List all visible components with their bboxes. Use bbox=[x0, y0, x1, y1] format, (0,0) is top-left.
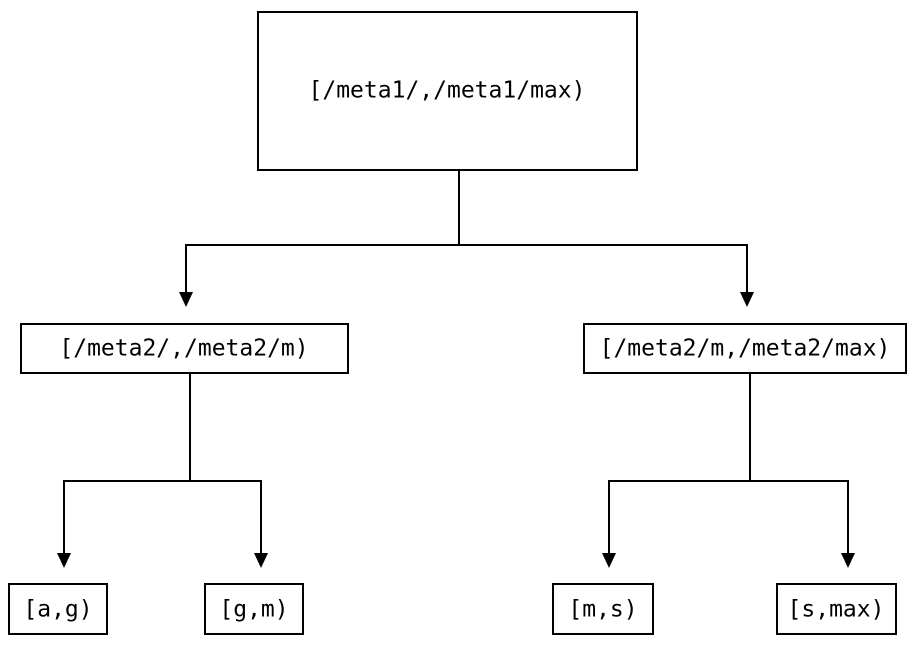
tree-edge bbox=[57, 373, 191, 568]
edge-connector-line bbox=[608, 373, 751, 553]
tree-node[interactable]: [/meta2/m,/meta2/max) bbox=[583, 323, 907, 374]
tree-edge bbox=[189, 373, 268, 568]
edges-layer bbox=[57, 170, 855, 568]
node-label: [a,g) bbox=[23, 597, 92, 623]
arrowhead-icon bbox=[179, 292, 193, 307]
arrowhead-icon bbox=[602, 553, 616, 568]
edge-connector-line bbox=[189, 373, 262, 553]
arrowhead-icon bbox=[841, 553, 855, 568]
nodes-layer: [/meta1/,/meta1/max) [/meta2/,/meta2/m) [/… bbox=[8, 11, 907, 635]
arrowhead-icon bbox=[740, 292, 754, 307]
node-box[interactable] bbox=[257, 11, 638, 171]
node-box[interactable] bbox=[204, 583, 304, 635]
tree-node[interactable]: [g,m) bbox=[204, 583, 304, 635]
node-box[interactable] bbox=[552, 583, 654, 635]
edge-connector-line bbox=[185, 170, 460, 292]
node-label: [m,s) bbox=[568, 597, 637, 623]
node-box[interactable] bbox=[20, 323, 349, 374]
arrowhead-icon bbox=[57, 553, 71, 568]
tree-edge bbox=[179, 170, 460, 307]
tree-edge bbox=[602, 373, 751, 568]
node-label: [g,m) bbox=[219, 597, 288, 623]
node-label: [s,max) bbox=[788, 597, 885, 623]
tree-node[interactable]: [m,s) bbox=[552, 583, 654, 635]
tree-node[interactable]: [/meta2/,/meta2/m) bbox=[20, 323, 349, 374]
node-box[interactable] bbox=[583, 323, 907, 374]
tree-node[interactable]: [a,g) bbox=[8, 583, 108, 635]
node-box[interactable] bbox=[8, 583, 108, 635]
tree-edge bbox=[749, 373, 855, 568]
arrowhead-icon bbox=[254, 553, 268, 568]
tree-node[interactable]: [/meta1/,/meta1/max) bbox=[257, 11, 638, 171]
node-label: [/meta1/,/meta1/max) bbox=[309, 78, 586, 104]
tree-node[interactable]: [s,max) bbox=[776, 583, 897, 635]
node-label: [/meta2/m,/meta2/max) bbox=[600, 336, 891, 362]
edge-connector-line bbox=[458, 170, 748, 292]
tree-edge bbox=[458, 170, 754, 307]
node-label: [/meta2/,/meta2/m) bbox=[59, 336, 308, 362]
edge-connector-line bbox=[63, 373, 191, 553]
edge-connector-line bbox=[749, 373, 849, 553]
node-box[interactable] bbox=[776, 583, 897, 635]
